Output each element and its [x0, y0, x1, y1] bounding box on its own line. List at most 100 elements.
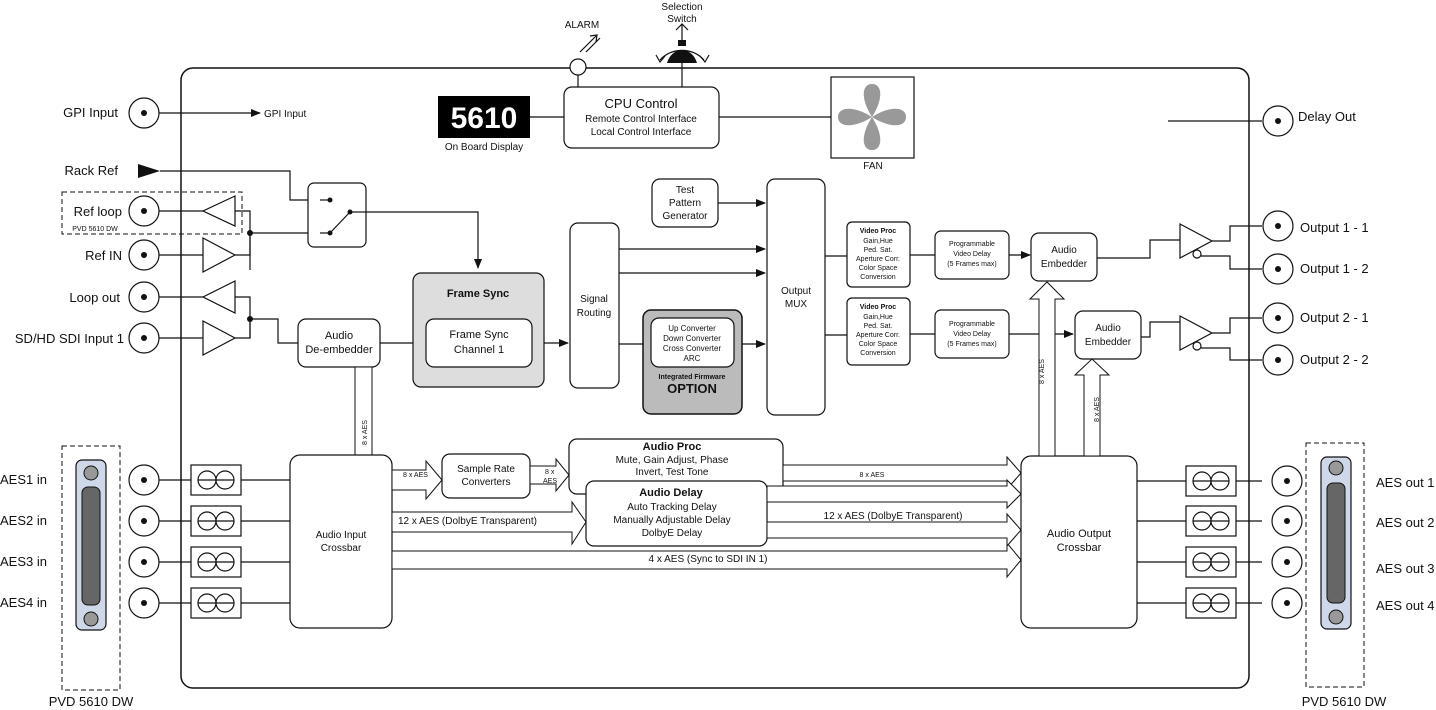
- transformer-in-4-icon: [159, 587, 290, 619]
- aes-out-label: AES out 3: [1376, 561, 1435, 576]
- video-proc-line: Color Space: [859, 341, 898, 348]
- signal-routing-block: Signal Routing: [569, 222, 620, 389]
- pvd-in-label: PVD 5610 DW: [49, 694, 134, 709]
- output-mux-line: Output: [781, 286, 811, 297]
- gpi-internal-label: GPI Input: [264, 109, 306, 120]
- aes-out-2-connector[interactable]: [1271, 505, 1303, 537]
- delay-out-arrow-2: [766, 512, 1022, 548]
- bus-label: 8 x AES: [860, 472, 885, 479]
- audio-embedder-1-block: Audio Embedder: [1030, 232, 1098, 282]
- audio-embedder-2-block: Audio Embedder: [1074, 310, 1142, 360]
- aes-in-label: AES1 in: [0, 472, 47, 487]
- bus-label: 4 x AES (Sync to SDI IN 1): [649, 554, 768, 565]
- ref-in-connector[interactable]: [128, 239, 160, 271]
- audio-delay-title: Audio Delay: [639, 487, 703, 499]
- option-line: Up Converter: [668, 324, 716, 333]
- delay-out-arrow-1: [766, 478, 1022, 510]
- video-proc-line: Conversion: [860, 350, 896, 357]
- db25-out-icon: [1320, 456, 1352, 630]
- audio-proc-line: Mute, Gain Adjust, Phase: [616, 455, 729, 466]
- transformer-in-2-icon: [159, 505, 290, 537]
- prog-delay-line: Programmable: [949, 241, 995, 248]
- loop-out-connector[interactable]: [128, 281, 160, 313]
- chassis-outline: [180, 67, 1250, 689]
- selection-switch[interactable]: Selection Switch: [655, 2, 710, 64]
- prog-delay-line: Video Delay: [953, 331, 991, 338]
- deembedder-aes-bus: 8 x AES: [354, 366, 373, 456]
- loop-out-buffer: [201, 280, 236, 314]
- output-2-1-connector[interactable]: [1262, 302, 1294, 334]
- signal-routing-line: Routing: [577, 308, 611, 319]
- signal-routing-line: Signal: [580, 294, 608, 305]
- embedder-line: Audio: [1095, 323, 1121, 334]
- audio-proc-block: Audio Proc Mute, Gain Adjust, Phase Inve…: [568, 438, 784, 495]
- audio-proc-title: Audio Proc: [643, 441, 702, 453]
- audio-delay-line: Auto Tracking Delay: [627, 502, 717, 513]
- video-proc-line: Color Space: [859, 265, 898, 272]
- input-crossbar-line: Crossbar: [321, 543, 362, 554]
- prog-delay-2-block: Programmable Video Delay (5 Frames max): [934, 309, 1010, 359]
- aes-out-3-connector[interactable]: [1271, 546, 1303, 578]
- aes-out-dw-group: [1305, 442, 1365, 688]
- aes-out-1-connector[interactable]: [1271, 465, 1303, 497]
- output-2-2-connector[interactable]: [1262, 344, 1294, 376]
- frame-sync-block: Frame Sync Frame Sync Channel 1: [412, 272, 545, 388]
- transformer-out-3-icon: [1137, 546, 1262, 578]
- aes-in-4-connector[interactable]: [128, 587, 160, 619]
- audio-proc-line: Invert, Test Tone: [635, 467, 708, 478]
- ref-in-label: Ref IN: [85, 248, 122, 263]
- cpu-line: Remote Control Interface: [585, 114, 697, 125]
- gpi-input-connector[interactable]: [128, 97, 160, 129]
- bus-label: 8 x: [545, 469, 555, 476]
- video-proc-line: Gain,Hue: [863, 238, 893, 245]
- fan-block: FAN: [830, 76, 915, 172]
- bus-label: 12 x AES (DolbyE Transparent): [824, 511, 963, 522]
- sample-rate-block: Sample Rate Converters: [441, 453, 531, 499]
- option-title: OPTION: [667, 381, 717, 396]
- delay-out-connector[interactable]: [1262, 105, 1294, 137]
- sdi-input-buffer: [202, 320, 237, 356]
- video-proc-line: Ped. Sat.: [864, 323, 893, 330]
- video-proc-title: Video Proc: [860, 228, 897, 235]
- alarm-label: ALARM: [565, 20, 599, 31]
- sample-rate-line: Sample Rate: [457, 464, 515, 475]
- on-board-display: 5610 On Board Display: [438, 96, 530, 153]
- aes-out-4-connector[interactable]: [1271, 587, 1303, 619]
- embed-1-bus: [1028, 281, 1066, 457]
- bus-label: AES: [543, 478, 557, 485]
- sdi-input-label: SD/HD SDI Input 1: [15, 331, 124, 346]
- bus-label: 8 x AES: [1094, 397, 1101, 422]
- aes-in-3-connector[interactable]: [128, 546, 160, 578]
- output-label: Output 2 - 1: [1300, 310, 1369, 325]
- ref-in-buffer: [202, 237, 237, 273]
- aes-in-1-connector[interactable]: [128, 464, 160, 496]
- test-pattern-line: Test: [676, 185, 695, 196]
- sdi-input-connector[interactable]: [128, 322, 160, 354]
- bus-label: 8 x AES: [403, 472, 428, 479]
- output-mux-line: MUX: [785, 299, 808, 310]
- output-mux-block: Output MUX: [766, 178, 826, 416]
- option-line: Down Converter: [663, 334, 721, 343]
- aes-out-label: AES out 4: [1376, 598, 1435, 613]
- cpu-title: CPU Control: [605, 96, 678, 111]
- embedder-line: Embedder: [1085, 337, 1132, 348]
- aes-out-label: AES out 1: [1376, 475, 1435, 490]
- fan-label: FAN: [863, 161, 882, 172]
- output-1-2-connector[interactable]: [1262, 253, 1294, 285]
- cpu-line: Local Control Interface: [591, 127, 692, 138]
- output-driver-1: [1179, 223, 1214, 259]
- output-crossbar-line: Audio Output: [1047, 528, 1111, 540]
- aes-in-2-connector[interactable]: [128, 505, 160, 537]
- ref-loop-label: Ref loop: [74, 204, 122, 219]
- aes-in-label: AES4 in: [0, 595, 47, 610]
- selection-switch-label-2: Switch: [667, 14, 696, 25]
- output-1-1-connector[interactable]: [1262, 210, 1294, 242]
- output-label: Output 2 - 2: [1300, 352, 1369, 367]
- input-crossbar-line: Audio Input: [316, 530, 367, 541]
- pvd-small-label: PVD 5610 DW: [72, 226, 118, 233]
- cpu-control-block: CPU Control Remote Control Interface Loc…: [563, 86, 720, 149]
- transformer-out-1-icon: [1137, 465, 1262, 497]
- display-caption: On Board Display: [445, 142, 523, 153]
- ref-loop-connector[interactable]: [128, 195, 160, 227]
